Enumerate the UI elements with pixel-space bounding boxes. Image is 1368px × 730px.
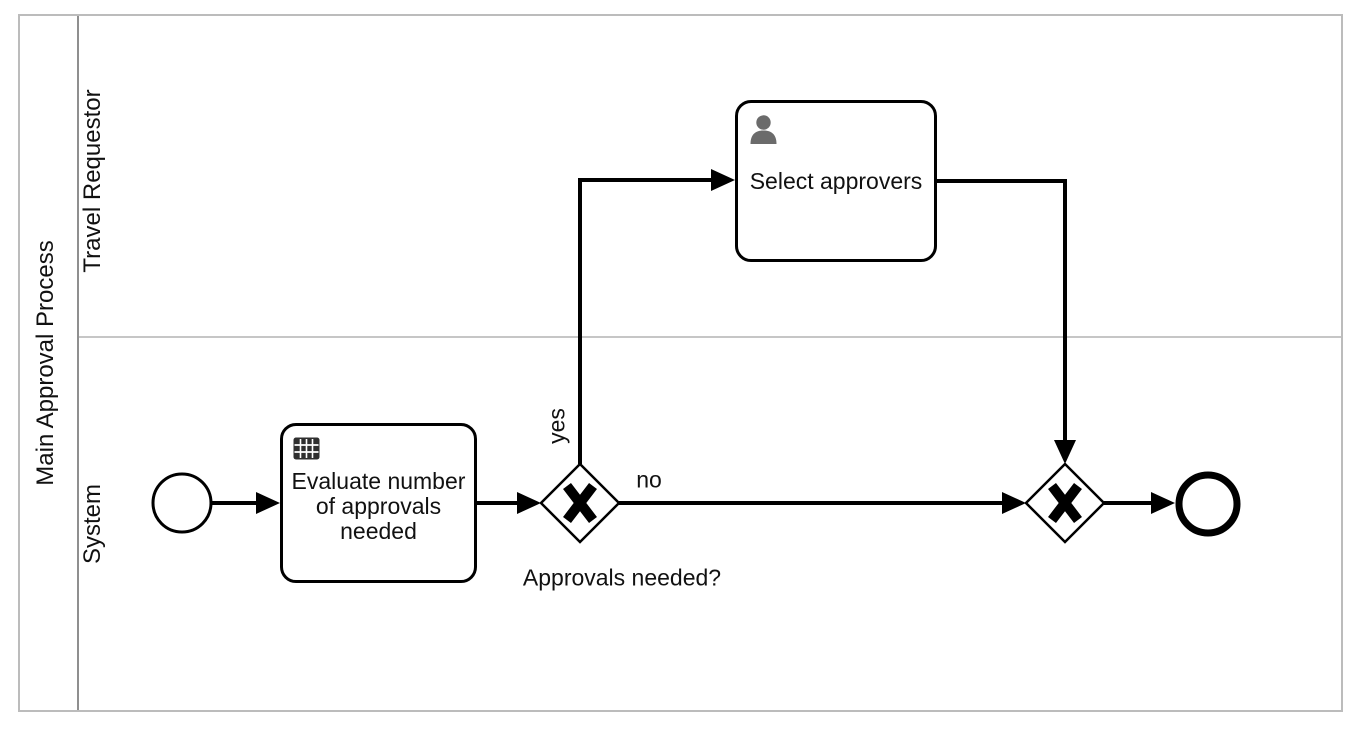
business-rule-table-icon: [293, 437, 320, 465]
flow-label-no: no: [636, 466, 662, 493]
end-event[interactable]: [1175, 471, 1241, 537]
arrowhead-icon: [517, 492, 541, 514]
exclusive-x-marker-icon: [563, 482, 597, 524]
sequence-flow-yes-to-select-approvers[interactable]: [578, 169, 735, 464]
pool-main-approval-process: [18, 14, 1343, 712]
lane-divider: [79, 336, 1341, 338]
start-event[interactable]: [151, 472, 213, 534]
sequence-flow-no-to-merge[interactable]: [619, 492, 1026, 514]
arrowhead-icon: [1151, 492, 1175, 514]
flow-label-yes: yes: [543, 408, 570, 444]
sequence-flow-merge-to-end[interactable]: [1104, 492, 1175, 514]
user-icon: [748, 114, 779, 149]
sequence-flow-start-to-evaluate[interactable]: [211, 492, 280, 514]
pool-header-divider: [77, 16, 79, 710]
exclusive-gateway-approvals[interactable]: [539, 462, 621, 544]
gateway-label-approvals-needed: Approvals needed?: [522, 564, 722, 591]
arrowhead-icon: [1054, 440, 1076, 464]
exclusive-gateway-merge[interactable]: [1024, 462, 1106, 544]
arrowhead-icon: [711, 169, 735, 191]
sequence-flow-select-approvers-to-merge[interactable]: [937, 179, 1076, 464]
task-evaluate-approvals[interactable]: Evaluate number of approvals needed: [280, 423, 477, 583]
arrowhead-icon: [1002, 492, 1026, 514]
task-label: Select approvers: [749, 167, 923, 194]
sequence-flow-evaluate-to-gateway[interactable]: [477, 492, 541, 514]
exclusive-x-marker-icon: [1048, 482, 1082, 524]
task-label: Evaluate number of approvals needed: [291, 467, 466, 544]
task-select-approvers[interactable]: Select approvers: [735, 100, 937, 262]
arrowhead-icon: [256, 492, 280, 514]
